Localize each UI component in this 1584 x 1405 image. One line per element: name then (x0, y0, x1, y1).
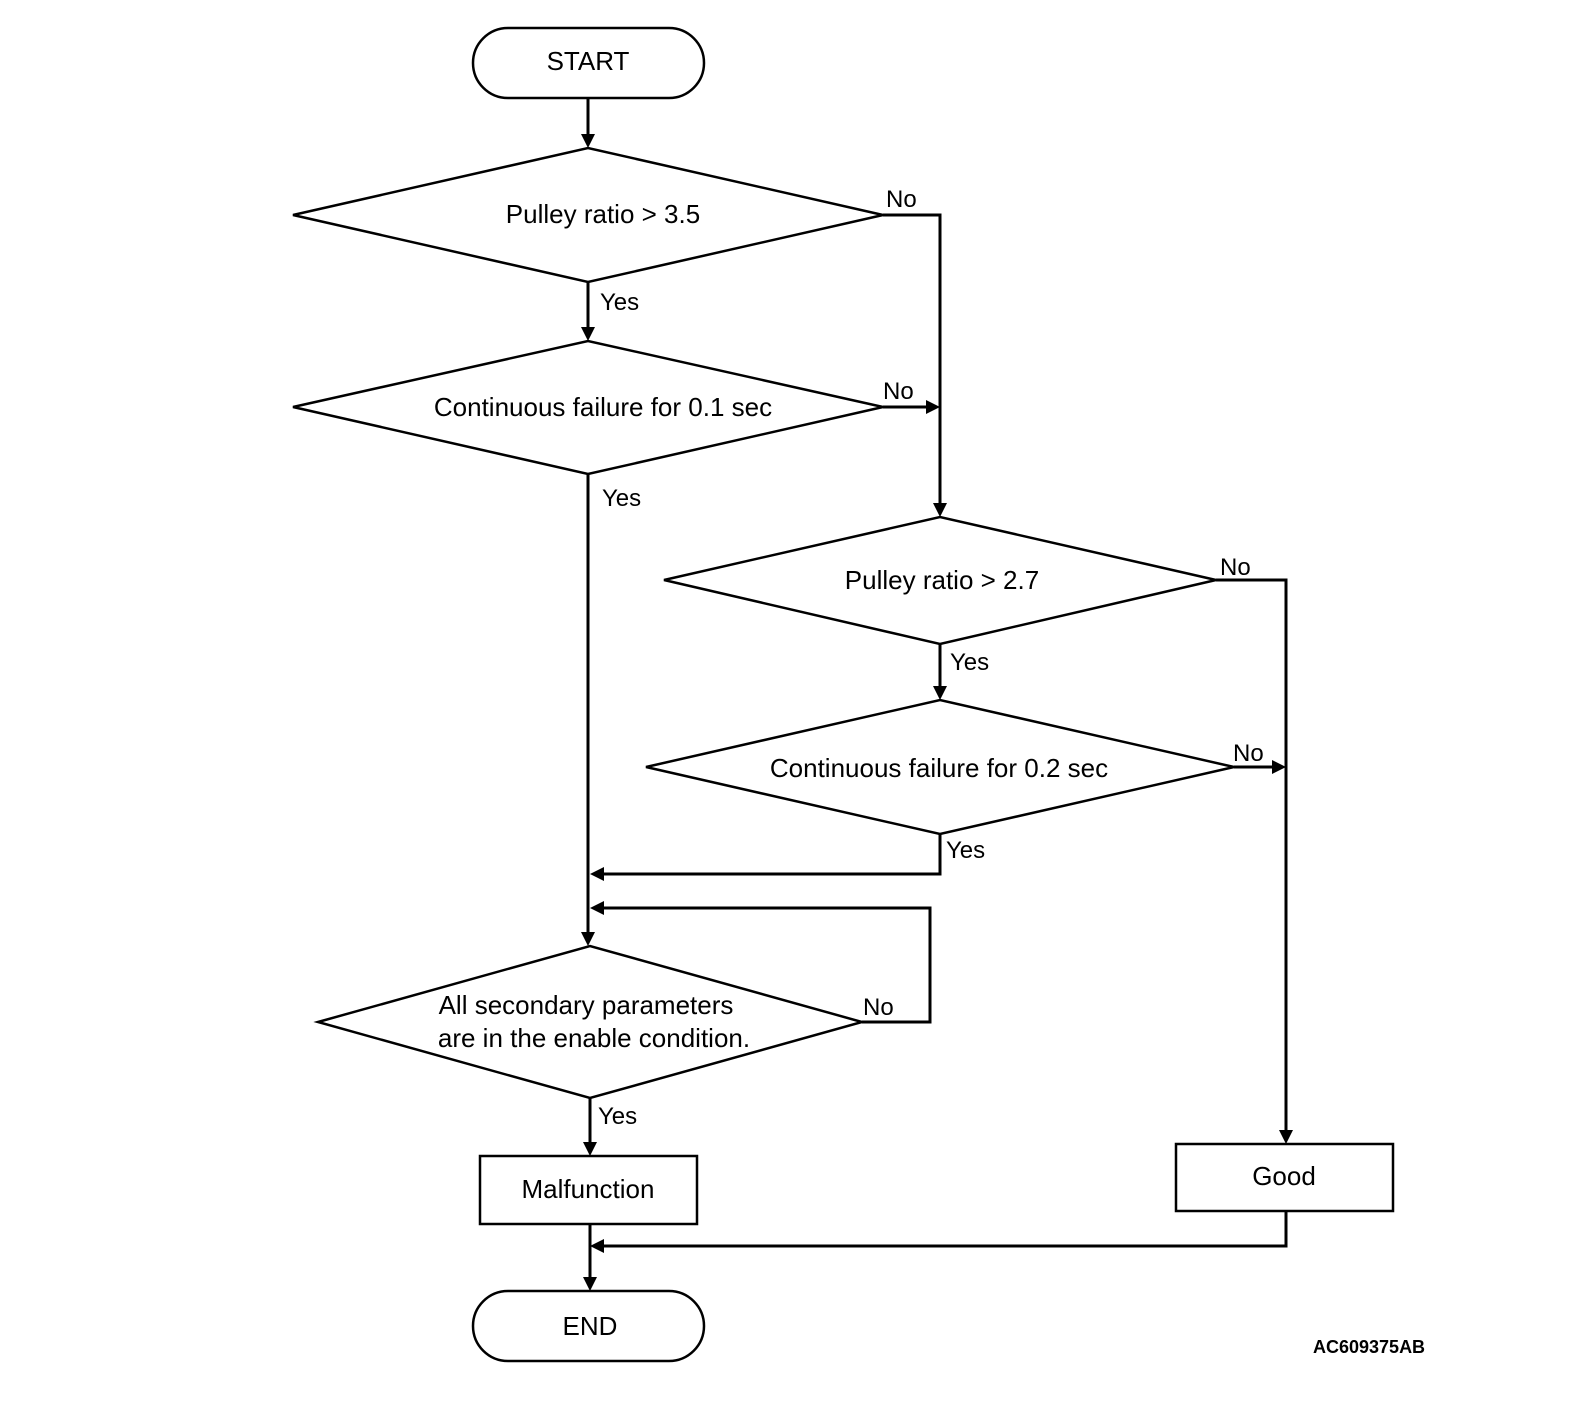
d2-yes-label: Yes (602, 485, 641, 512)
d3-yes-label: Yes (950, 649, 989, 676)
good-box (1174, 1142, 1395, 1213)
arrowheads (581, 134, 1293, 1291)
start-label: START (547, 46, 630, 76)
malfunction-label: Malfunction (522, 1174, 655, 1204)
end-label: END (563, 1311, 618, 1341)
decision5-label-line2: are in the enable condition. (438, 1023, 750, 1053)
d3-no-label: No (1220, 554, 1251, 581)
connectors (586, 98, 1288, 1279)
d1-no-label: No (886, 186, 917, 213)
good-label: Good (1252, 1161, 1316, 1191)
d1-yes-label: Yes (600, 289, 639, 316)
decision5-label-line1: All secondary parameters (439, 990, 734, 1020)
decision4-label: Continuous failure for 0.2 sec (770, 753, 1108, 783)
decision3-label: Pulley ratio > 2.7 (845, 565, 1039, 595)
figure-code: AC609375AB (1313, 1337, 1425, 1357)
d4-yes-label: Yes (946, 837, 985, 864)
d2-no-label: No (883, 378, 914, 405)
d4-no-label: No (1233, 740, 1264, 767)
d5-no-label: No (863, 994, 894, 1021)
decision2-label: Continuous failure for 0.1 sec (434, 392, 772, 422)
end-terminal (471, 1289, 706, 1363)
malfunction-box (478, 1154, 699, 1226)
decision1-label: Pulley ratio > 3.5 (506, 199, 700, 229)
d5-yes-label: Yes (598, 1103, 637, 1130)
